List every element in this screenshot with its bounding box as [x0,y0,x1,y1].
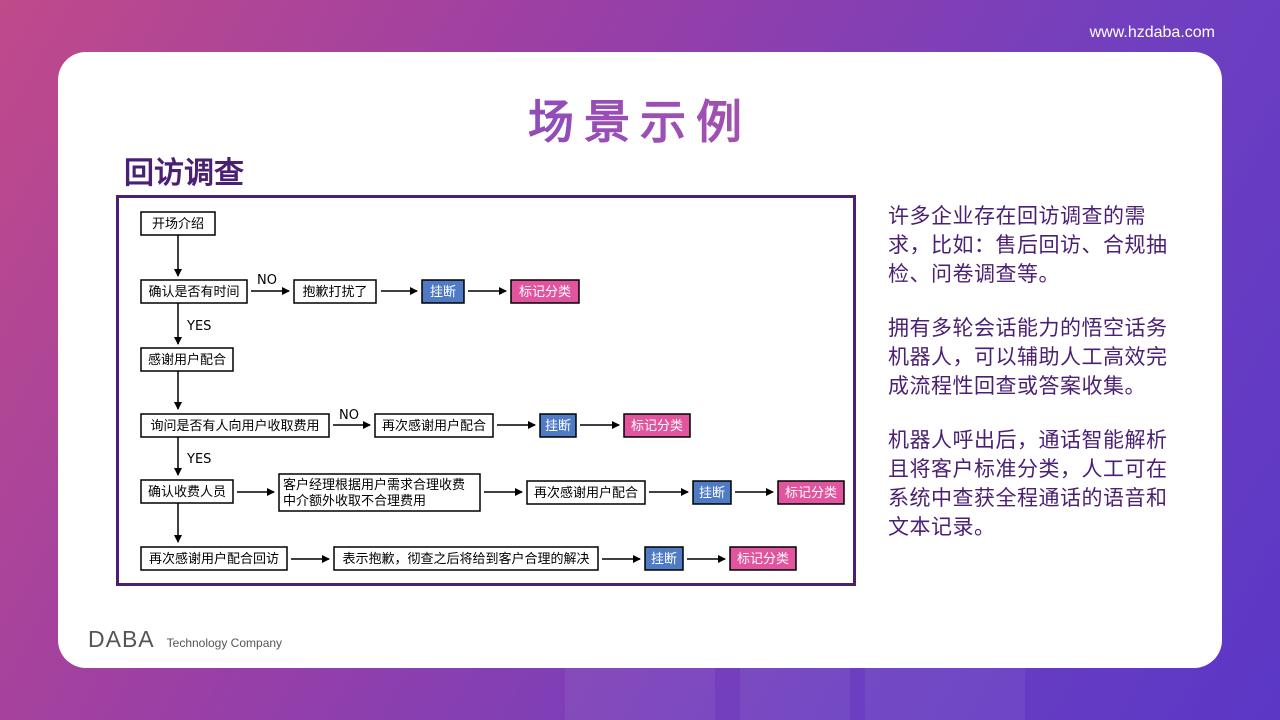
section-heading: 回访调查 [124,156,244,191]
node-mark-category-label: 标记分类 [785,486,837,501]
node-thank-revisit: 再次感谢用户配合回访 [140,546,288,571]
site-url[interactable]: www.hzdaba.com [1089,24,1215,41]
node-ask-fee: 询问是否有人向用户收取费用 [140,413,330,438]
node-hangup: 挂断 [539,413,577,438]
node-thank-again-label: 再次感谢用户配合 [382,418,486,434]
page-title: 场景示例 [58,86,1222,152]
node-ask-fee-label: 询问是否有人向用户收取费用 [150,418,319,434]
node-hangup: 挂断 [421,279,465,304]
node-thank-again: 再次感谢用户配合 [526,480,646,505]
node-thank-again: 再次感谢用户配合 [374,413,494,438]
brand-footer: DABA Technology Company [88,626,282,653]
node-check-time-label: 确认是否有时间 [148,285,239,300]
node-manager-fee-line2: 中介额外收取不合理费用 [283,494,426,509]
node-manager-fee: 客户经理根据用户需求合理收费 中介额外收取不合理费用 [278,473,481,512]
description-paragraph: 拥有多轮会话能力的悟空话务机器人，可以辅助人工高效完成流程性回查或答案收集。 [888,316,1168,398]
node-hangup-label: 挂断 [699,486,725,501]
node-check-time: 确认是否有时间 [140,279,248,304]
node-hangup-label: 挂断 [651,552,677,567]
node-start: 开场介绍 [140,211,216,236]
node-apologize-label: 抱歉打扰了 [302,284,367,300]
node-confirm-staff-label: 确认收费人员 [148,485,226,500]
node-thank-again-label: 再次感谢用户配合 [534,485,638,501]
brand-logo: DABA [88,626,155,652]
node-apology-resolve-label: 表示抱歉，彻查之后将给到客户合理的解决 [342,551,589,567]
node-mark-category: 标记分类 [623,413,691,438]
background-tile [740,660,850,720]
description: 许多企业存在回访调查的需求，比如：售后回访、合规抽检、问卷调查等。 拥有多轮会话… [888,202,1188,567]
node-thank-label: 感谢用户配合 [148,352,226,368]
node-hangup-label: 挂断 [545,419,571,434]
background-tile [865,660,1025,720]
node-apologize: 抱歉打扰了 [293,279,377,304]
node-mark-category-label: 标记分类 [631,419,683,434]
node-mark-category-label: 标记分类 [737,552,789,567]
description-paragraph: 许多企业存在回访调查的需求，比如：售后回访、合规抽检、问卷调查等。 [888,204,1168,286]
edge-label-yes: YES [186,452,211,467]
node-start-label: 开场介绍 [152,217,204,232]
node-mark-category: 标记分类 [777,480,845,505]
edge-label-no: NO [257,273,277,288]
brand-tagline: Technology Company [166,636,283,650]
background-tile [565,660,715,720]
node-hangup: 挂断 [692,480,732,505]
node-apology-resolve: 表示抱歉，彻查之后将给到客户合理的解决 [333,546,599,571]
node-mark-category-label: 标记分类 [519,285,571,300]
node-hangup: 挂断 [644,546,684,571]
flowchart: 开场介绍 确认是否有时间 NO 抱歉打扰了 挂断 标记分类 [140,211,845,571]
node-mark-category: 标记分类 [729,546,797,571]
node-thank: 感谢用户配合 [140,347,234,372]
node-thank-revisit-label: 再次感谢用户配合回访 [149,551,279,567]
edge-label-no: NO [339,408,359,423]
content-card: 场景示例 回访调查 开场介绍 确认是否有时间 NO [58,52,1222,668]
flowchart-frame: 开场介绍 确认是否有时间 NO 抱歉打扰了 挂断 标记分类 [116,195,856,586]
node-mark-category: 标记分类 [510,279,580,304]
node-manager-fee-line1: 客户经理根据用户需求合理收费 [283,477,465,493]
node-confirm-staff: 确认收费人员 [140,479,234,504]
edge-label-yes: YES [186,319,211,334]
description-paragraph: 机器人呼出后，通话智能解析且将客户标准分类，人工可在系统中查获全程通话的语音和文… [888,428,1168,539]
node-hangup-label: 挂断 [430,285,456,300]
